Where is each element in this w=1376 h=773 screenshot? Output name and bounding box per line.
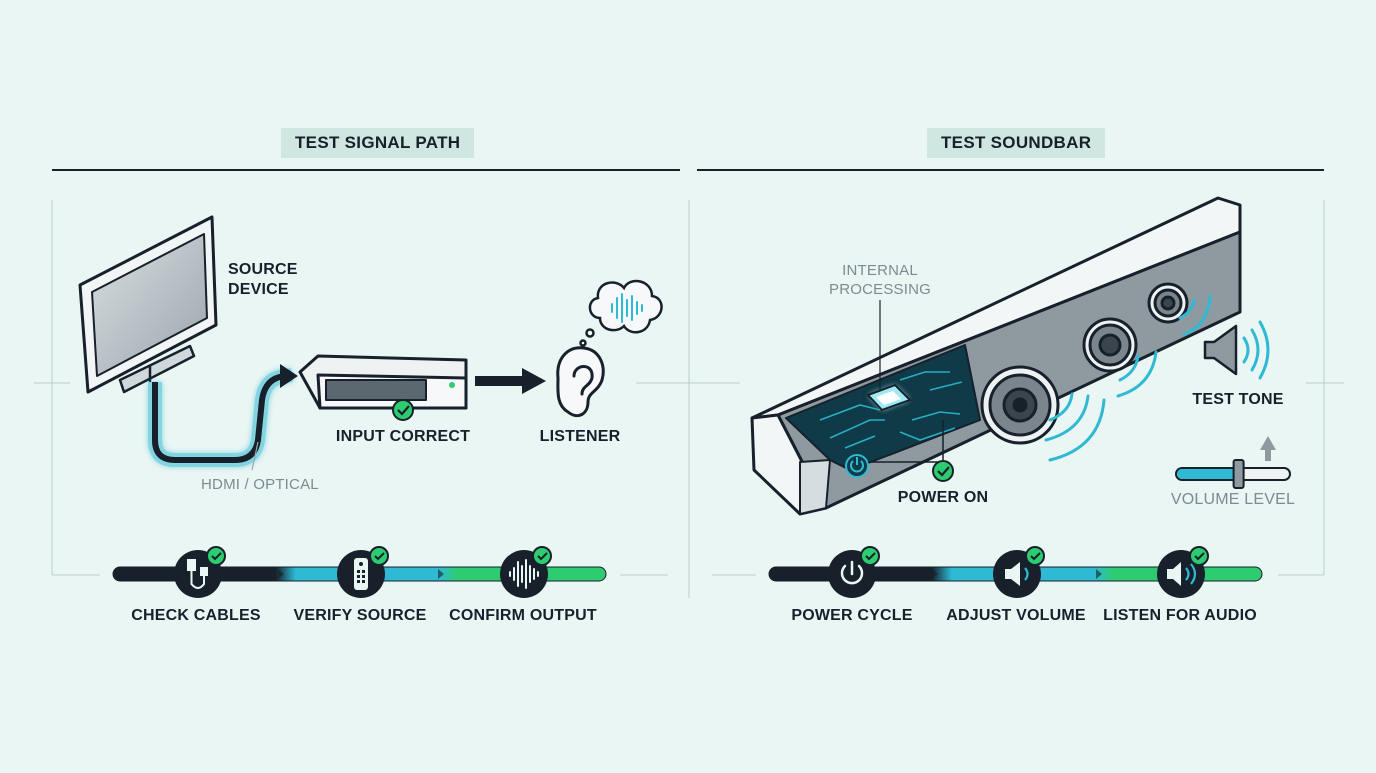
processing-label-line1: INTERNAL [842,262,918,279]
listener-label: LISTENER [539,428,621,445]
woofer-medium-icon [1082,317,1138,373]
volume-up-arrow-icon [1260,436,1276,461]
listen-for-audio-step-icon [1157,546,1209,598]
processor-chip-icon [866,383,912,412]
ear-icon [556,346,605,418]
signal-arrow [475,368,546,394]
left-panel-title: TEST SIGNAL PATH [281,128,475,158]
adjust-volume-step-icon [993,546,1045,598]
thought-bubble-icon [579,279,663,347]
confirm-output-step-icon [500,546,552,598]
cable-leader [251,441,259,471]
tweeter-icon [1147,282,1189,324]
frame-guides [34,200,1344,598]
cable-line [152,372,293,463]
check-cables-step-icon [174,546,226,598]
input-correct-label: INPUT CORRECT [335,428,471,445]
power-on-label: POWER ON [897,489,989,506]
soundbar-power-button-icon [845,454,869,478]
cable-type-label: HDMI / OPTICAL [201,476,319,493]
receiver-icon [298,354,468,410]
step-label-check-cables: CHECK CABLES [131,607,261,624]
input-check-icon [392,399,414,421]
right-panel-title: TEST SOUNDBAR [927,128,1106,158]
test-tone-speaker-icon [1203,320,1270,380]
step-label-confirm-output: CONFIRM OUTPUT [449,607,597,624]
step-label-listen-for-audio: LISTEN FOR AUDIO [1103,607,1257,624]
cable-arrowhead [280,364,298,388]
power-check-icon [932,460,954,482]
step-label-verify-source: VERIFY SOURCE [293,607,427,624]
test-tone-label: TEST TONE [1192,391,1284,408]
woofer-large-icon [980,365,1060,445]
volume-slider [1175,459,1291,489]
step-label-adjust-volume: ADJUST VOLUME [946,607,1086,624]
volume-level-label: VOLUME LEVEL [1170,491,1296,508]
verify-source-step-icon [337,546,389,598]
step-label-power-cycle: POWER CYCLE [791,607,913,624]
left-bar-chevrons [278,569,444,579]
soundbar-icon [750,196,1242,516]
sound-waves [1044,294,1212,462]
source-device-label-line1: SOURCE [228,261,298,278]
power-cycle-step-icon [828,546,880,598]
source-device-label-line2: DEVICE [228,281,289,298]
cable-glow [148,368,293,467]
processing-label-line2: PROCESSING [828,281,932,298]
monitor-icon [78,215,218,394]
right-bar-chevrons [932,569,1102,579]
